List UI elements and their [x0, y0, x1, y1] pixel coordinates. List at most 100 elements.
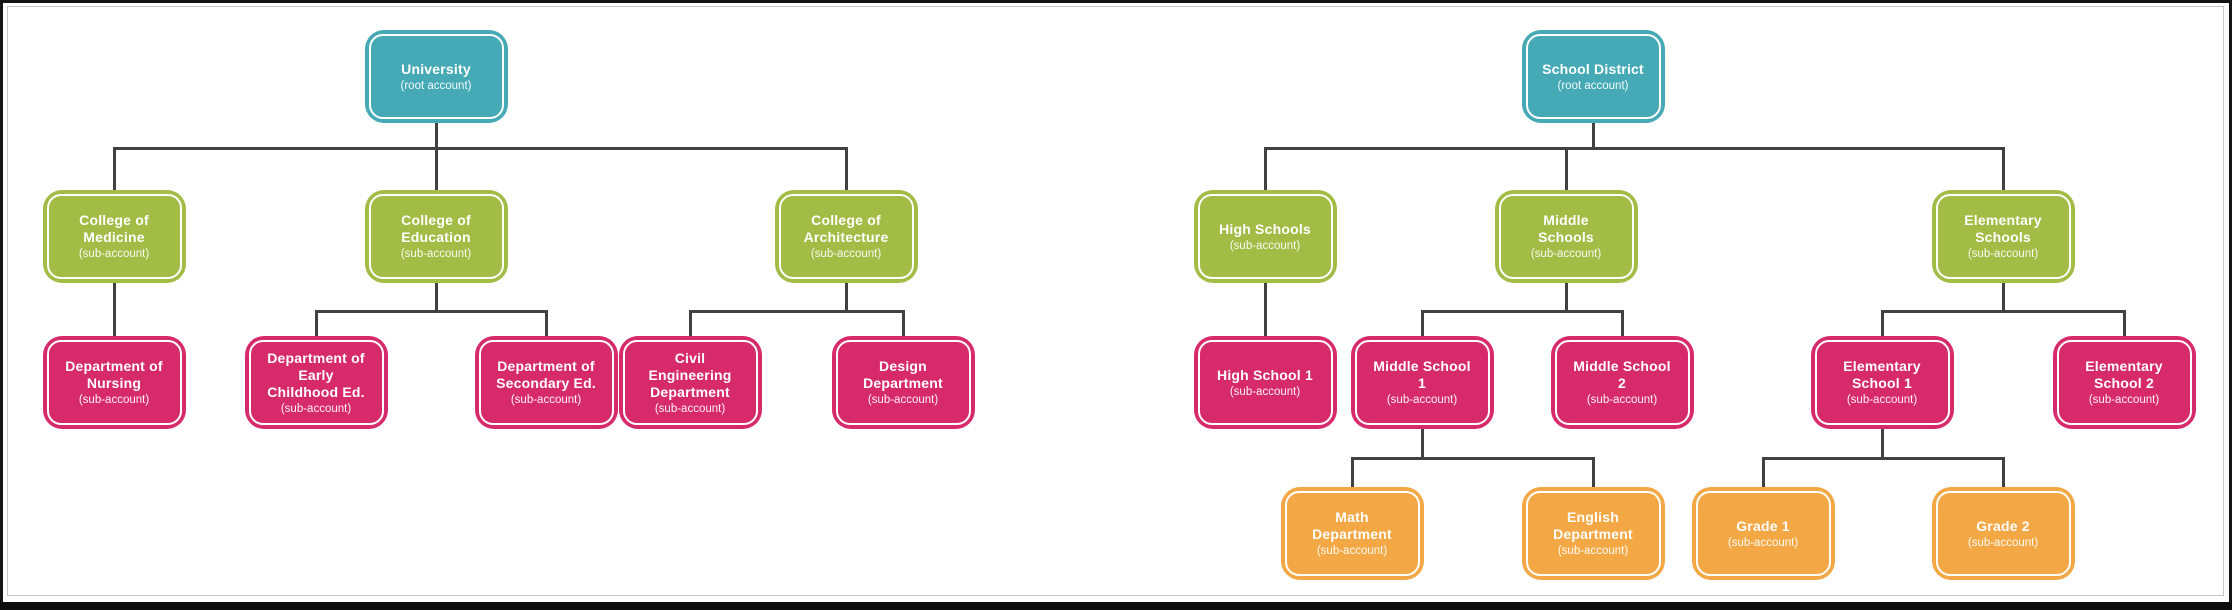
- node-sublabel: (sub-account): [1967, 536, 2039, 549]
- connector-line: [1263, 146, 2005, 150]
- node-frame: Elementary Schools(sub-account): [1935, 194, 2071, 279]
- connector-line: [1880, 309, 1884, 338]
- connector-line: [112, 146, 116, 192]
- connector-line: [2001, 456, 2005, 489]
- node-sublabel: (sub-account): [1967, 248, 2039, 260]
- connector-line: [1591, 121, 1595, 148]
- connector-line: [1420, 309, 1424, 338]
- node-label: Elementary School 2: [2085, 358, 2163, 391]
- node-frame: Department of Secondary Ed. (sub-account): [478, 340, 614, 425]
- connector-line: [1880, 309, 2126, 313]
- node-label: Middle Schools: [1538, 212, 1594, 245]
- node-sublabel: (sub-account): [1586, 394, 1658, 406]
- node-sublabel: (sub-account): [1316, 545, 1388, 557]
- node-college-of-architecture: College of Architecture (sub-account): [774, 190, 918, 283]
- node-frame: College of Medicine (sub-account): [46, 194, 182, 279]
- node-frame: Department of Nursing (sub-account): [46, 340, 182, 425]
- node-sublabel: (sub-account): [1530, 248, 1602, 260]
- node-frame: Grade 1 (sub-account): [1695, 491, 1831, 576]
- node-high-schools: High Schools (sub-account): [1193, 190, 1337, 283]
- node-label: High Schools: [1219, 220, 1311, 237]
- node-sublabel: (sub-account): [510, 394, 582, 406]
- node-frame: Design Department (sub-account): [835, 340, 971, 425]
- node-middle-school-1: Middle School 1 (sub-account): [1350, 336, 1494, 429]
- node-sublabel: (sub-account): [1727, 536, 1799, 549]
- bottom-edge-bar: [0, 602, 2232, 610]
- node-frame: College of Education(sub-account): [368, 194, 504, 279]
- node-elementary-schools: Elementary Schools(sub-account): [1931, 190, 2075, 283]
- node-sublabel: (sub-account): [867, 394, 939, 406]
- connector-line: [1350, 456, 1354, 489]
- node-frame: Math Department(sub-account): [1284, 491, 1420, 576]
- node-sublabel: (sub-account): [1846, 394, 1918, 406]
- node-frame: School District(root account): [1525, 34, 1661, 119]
- node-frame: High School 1 (sub-account): [1197, 340, 1333, 425]
- connector-line: [901, 309, 905, 338]
- connector-line: [1263, 309, 1267, 338]
- connector-line: [1591, 456, 1595, 489]
- connector-line: [688, 309, 905, 313]
- node-sublabel: (sub-account): [280, 402, 352, 415]
- node-sublabel: (sub-account): [810, 248, 882, 260]
- node-label: Middle School 2: [1573, 358, 1671, 391]
- connector-line: [1761, 456, 1765, 489]
- connector-line: [688, 309, 692, 338]
- node-sublabel: (sub-account): [1229, 385, 1301, 398]
- node-school-district: School District(root account): [1521, 30, 1665, 123]
- node-elementary-school-1: Elementary School 1(sub-account): [1810, 336, 1954, 429]
- node-label: Grade 2: [1976, 517, 2030, 534]
- node-label: Grade 1: [1736, 517, 1790, 534]
- node-middle-schools: Middle Schools (sub-account): [1494, 190, 1638, 283]
- node-sublabel: (sub-account): [654, 402, 726, 415]
- connector-line: [2001, 146, 2005, 192]
- node-department-of-nursing: Department of Nursing (sub-account): [42, 336, 186, 429]
- connector-line: [1350, 456, 1595, 460]
- node-label: Civil Engineering Department: [648, 349, 732, 400]
- connector-line: [434, 146, 438, 192]
- node-sublabel: (sub-account): [78, 248, 150, 260]
- node-high-school-1: High School 1 (sub-account): [1193, 336, 1337, 429]
- node-grade-1: Grade 1 (sub-account): [1691, 487, 1835, 580]
- node-label: College of Architecture: [803, 212, 889, 245]
- connector-line: [544, 309, 548, 338]
- node-frame: Department of Early Childhood Ed. (sub-ac…: [248, 340, 384, 425]
- node-label: Department of Secondary Ed.: [496, 358, 596, 391]
- connector-line: [112, 146, 848, 150]
- connector-line: [844, 146, 848, 192]
- node-civil-engineering-department: Civil Engineering Department (sub-account…: [618, 336, 762, 429]
- node-label: School District: [1542, 60, 1644, 77]
- node-label: Middle School 1: [1373, 358, 1471, 391]
- connector-line: [112, 309, 116, 338]
- node-frame: Middle Schools (sub-account): [1498, 194, 1634, 279]
- node-label: High School 1: [1217, 366, 1313, 383]
- connector-line: [1420, 309, 1624, 313]
- connector-line: [1564, 281, 1568, 311]
- connector-line: [2001, 281, 2005, 311]
- node-label: Department of Nursing: [65, 358, 163, 391]
- connector-line: [1263, 146, 1267, 192]
- node-math-department: Math Department(sub-account): [1280, 487, 1424, 580]
- node-label: Design Department: [863, 358, 943, 391]
- connector-line: [1620, 309, 1624, 338]
- connector-line: [844, 281, 848, 311]
- connector-line: [1564, 146, 1568, 192]
- node-label: Department of Early Childhood Ed.: [267, 349, 365, 400]
- connector-line: [434, 281, 438, 311]
- node-sublabel: (sub-account): [78, 394, 150, 406]
- node-grade-2: Grade 2 (sub-account): [1931, 487, 2075, 580]
- node-department-of-secondary-ed: Department of Secondary Ed. (sub-account): [474, 336, 618, 429]
- node-elementary-school-2: Elementary School 2(sub-account): [2052, 336, 2196, 429]
- node-college-of-education: College of Education(sub-account): [364, 190, 508, 283]
- node-sublabel: (sub-account): [1229, 239, 1301, 252]
- node-frame: College of Architecture (sub-account): [778, 194, 914, 279]
- connector-line: [2122, 309, 2126, 338]
- connector-line: [314, 309, 548, 313]
- node-sublabel: (sub-account): [1386, 394, 1458, 406]
- node-english-department: English Department(sub-account): [1521, 487, 1665, 580]
- node-frame: Middle School 2 (sub-account): [1554, 340, 1690, 425]
- node-frame: Elementary School 1(sub-account): [1814, 340, 1950, 425]
- node-label: University: [401, 60, 471, 77]
- node-label: College of Medicine: [79, 212, 149, 245]
